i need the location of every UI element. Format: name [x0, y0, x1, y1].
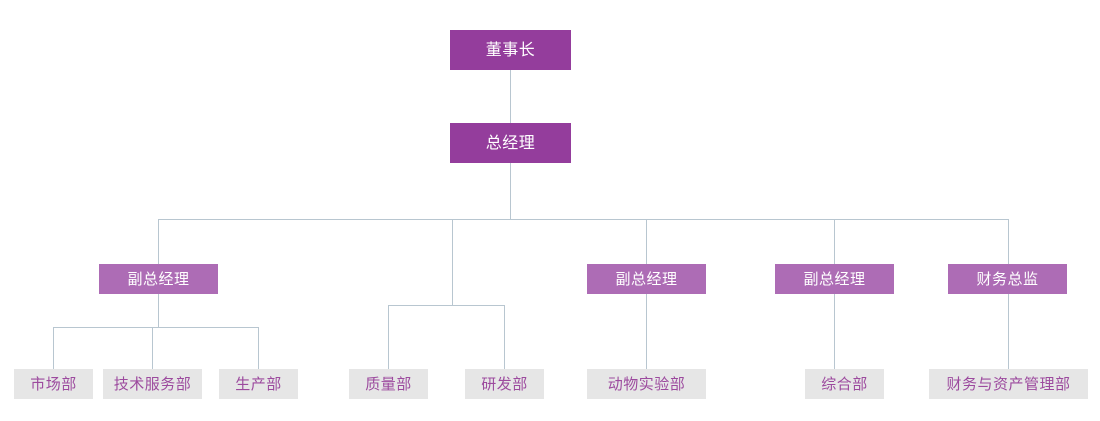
node-dept-marketing-label: 市场部 — [30, 374, 77, 393]
node-dept-tech-service-label: 技术服务部 — [113, 374, 192, 393]
node-dept-quality-label: 质量部 — [365, 374, 412, 393]
connector-bus-to-deputy-gm-3 — [834, 219, 835, 264]
node-dept-general-affairs[interactable]: 综合部 — [805, 369, 884, 399]
node-deputy-gm-3-label: 副总经理 — [803, 269, 866, 288]
node-finance-director-label: 财务总监 — [976, 269, 1039, 288]
node-deputy-gm-1-label: 副总经理 — [127, 269, 190, 288]
connector-bus-to-finance-director — [1008, 219, 1009, 264]
connector-to-general-affairs — [834, 294, 835, 369]
node-dept-finance-asset-label: 财务与资产管理部 — [946, 374, 1071, 393]
node-general-manager[interactable]: 总经理 — [450, 123, 571, 163]
node-dept-production-label: 生产部 — [235, 374, 282, 393]
connector-deputy-gm-1-stem — [158, 294, 159, 327]
connector-bus-to-deputy-gm-1 — [158, 219, 159, 264]
connector-gm-to-bus — [510, 163, 511, 219]
node-dept-rnd-label: 研发部 — [481, 374, 528, 393]
connector-bus-to-quality-rnd-branch — [452, 219, 453, 305]
node-chairman[interactable]: 董事长 — [450, 30, 571, 70]
connector-to-production — [258, 327, 259, 369]
node-finance-director[interactable]: 财务总监 — [948, 264, 1067, 294]
node-dept-rnd[interactable]: 研发部 — [465, 369, 544, 399]
connector-to-tech-service — [152, 327, 153, 369]
node-deputy-gm-3[interactable]: 副总经理 — [775, 264, 894, 294]
connector-bus-to-deputy-gm-2 — [646, 219, 647, 264]
node-dept-finance-asset[interactable]: 财务与资产管理部 — [929, 369, 1088, 399]
connector-deputy-gm-1-bus — [53, 327, 258, 328]
node-dept-quality[interactable]: 质量部 — [349, 369, 428, 399]
connector-to-finance-asset — [1008, 294, 1009, 369]
node-deputy-gm-2-label: 副总经理 — [615, 269, 678, 288]
connector-level2-bus — [158, 219, 1009, 220]
node-deputy-gm-1[interactable]: 副总经理 — [99, 264, 218, 294]
node-dept-tech-service[interactable]: 技术服务部 — [103, 369, 202, 399]
node-dept-animal-lab[interactable]: 动物实验部 — [587, 369, 706, 399]
connector-to-quality — [388, 305, 389, 369]
connector-chairman-to-gm — [510, 70, 511, 123]
node-dept-production[interactable]: 生产部 — [219, 369, 298, 399]
node-dept-general-affairs-label: 综合部 — [821, 374, 868, 393]
node-dept-marketing[interactable]: 市场部 — [14, 369, 93, 399]
connector-quality-rnd-bus — [388, 305, 505, 306]
connector-to-marketing — [53, 327, 54, 369]
connector-to-rnd — [504, 305, 505, 369]
node-deputy-gm-2[interactable]: 副总经理 — [587, 264, 706, 294]
node-chairman-label: 董事长 — [485, 40, 536, 59]
node-general-manager-label: 总经理 — [485, 133, 536, 152]
node-dept-animal-lab-label: 动物实验部 — [607, 374, 686, 393]
connector-to-animal-lab — [646, 294, 647, 369]
